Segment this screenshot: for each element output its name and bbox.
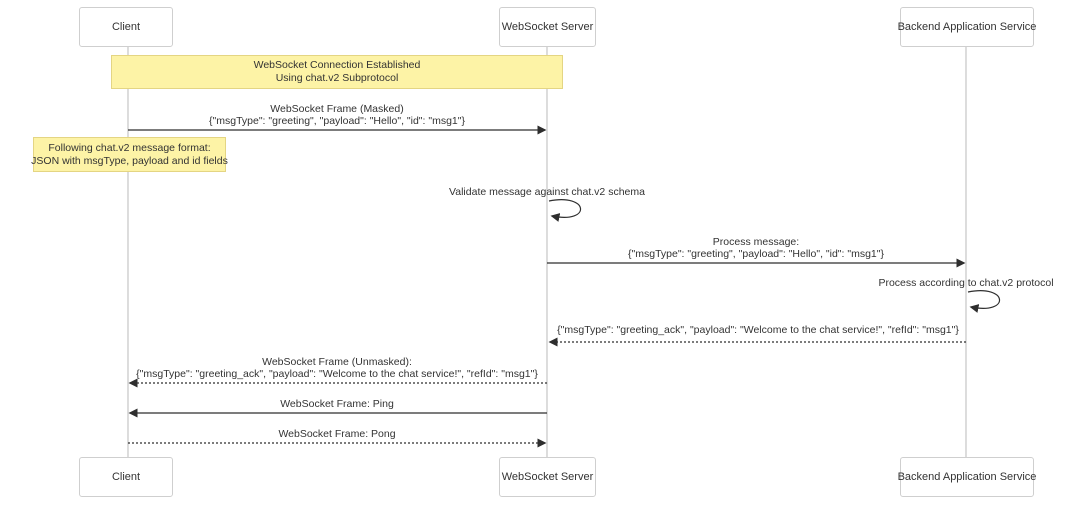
message-title: Process according to chat.v2 protocol [878, 277, 1054, 289]
message-payload: {"msgType": "greeting", "payload": "Hell… [627, 248, 885, 260]
message-process-protocol-label: Process according to chat.v2 protocol [878, 277, 1053, 289]
participant-label: Backend Application Service [897, 471, 1037, 483]
participant-label: Backend Application Service [897, 21, 1037, 33]
note-connection-established: WebSocket Connection Established Using c… [111, 55, 563, 89]
participant-client-top: Client [79, 7, 173, 47]
message-title: WebSocket Frame (Unmasked): [262, 356, 412, 368]
participant-websocket-server-bottom: WebSocket Server [499, 457, 596, 497]
message-payload: {"msgType": "greeting", "payload": "Hell… [208, 115, 466, 127]
message-process-label: Process message: {"msgType": "greeting",… [628, 236, 884, 260]
message-unmasked-frame-label: WebSocket Frame (Unmasked): {"msgType": … [136, 356, 538, 380]
note-line: JSON with msgType, payload and id fields [31, 154, 228, 167]
participant-backend-service-top: Backend Application Service [897, 7, 1037, 47]
participant-client-bottom: Client [79, 457, 173, 497]
note-line: Using chat.v2 Subprotocol [275, 72, 399, 84]
message-title: WebSocket Frame (Masked) [270, 103, 404, 115]
message-pong-label: WebSocket Frame: Pong [278, 428, 395, 440]
note-line: Following chat.v2 message format: [48, 141, 211, 154]
note-message-format: Following chat.v2 message format: JSON w… [31, 137, 228, 172]
message-title: WebSocket Frame: Ping [280, 398, 394, 410]
participant-backend-service-bottom: Backend Application Service [897, 457, 1037, 497]
message-title: WebSocket Frame: Pong [278, 428, 396, 440]
participant-websocket-server-top: WebSocket Server [499, 7, 596, 47]
message-payload: {"msgType": "greeting_ack", "payload": "… [557, 324, 959, 336]
note-line: WebSocket Connection Established [253, 59, 421, 71]
message-payload: {"msgType": "greeting_ack", "payload": "… [136, 368, 538, 380]
message-masked-frame-label: WebSocket Frame (Masked) {"msgType": "gr… [209, 103, 465, 127]
participant-label: WebSocket Server [501, 471, 594, 483]
message-title: Validate message against chat.v2 schema [449, 186, 645, 198]
participant-label: WebSocket Server [501, 21, 594, 33]
participant-label: Client [111, 21, 141, 33]
message-ping-label: WebSocket Frame: Ping [280, 398, 394, 410]
message-greeting-ack-backend-label: {"msgType": "greeting_ack", "payload": "… [557, 324, 959, 336]
self-loop-process [967, 290, 1001, 313]
message-validate-label: Validate message against chat.v2 schema [449, 186, 645, 198]
self-loop-validate [548, 199, 582, 222]
participant-label: Client [111, 471, 141, 483]
message-title: Process message: [712, 236, 800, 248]
